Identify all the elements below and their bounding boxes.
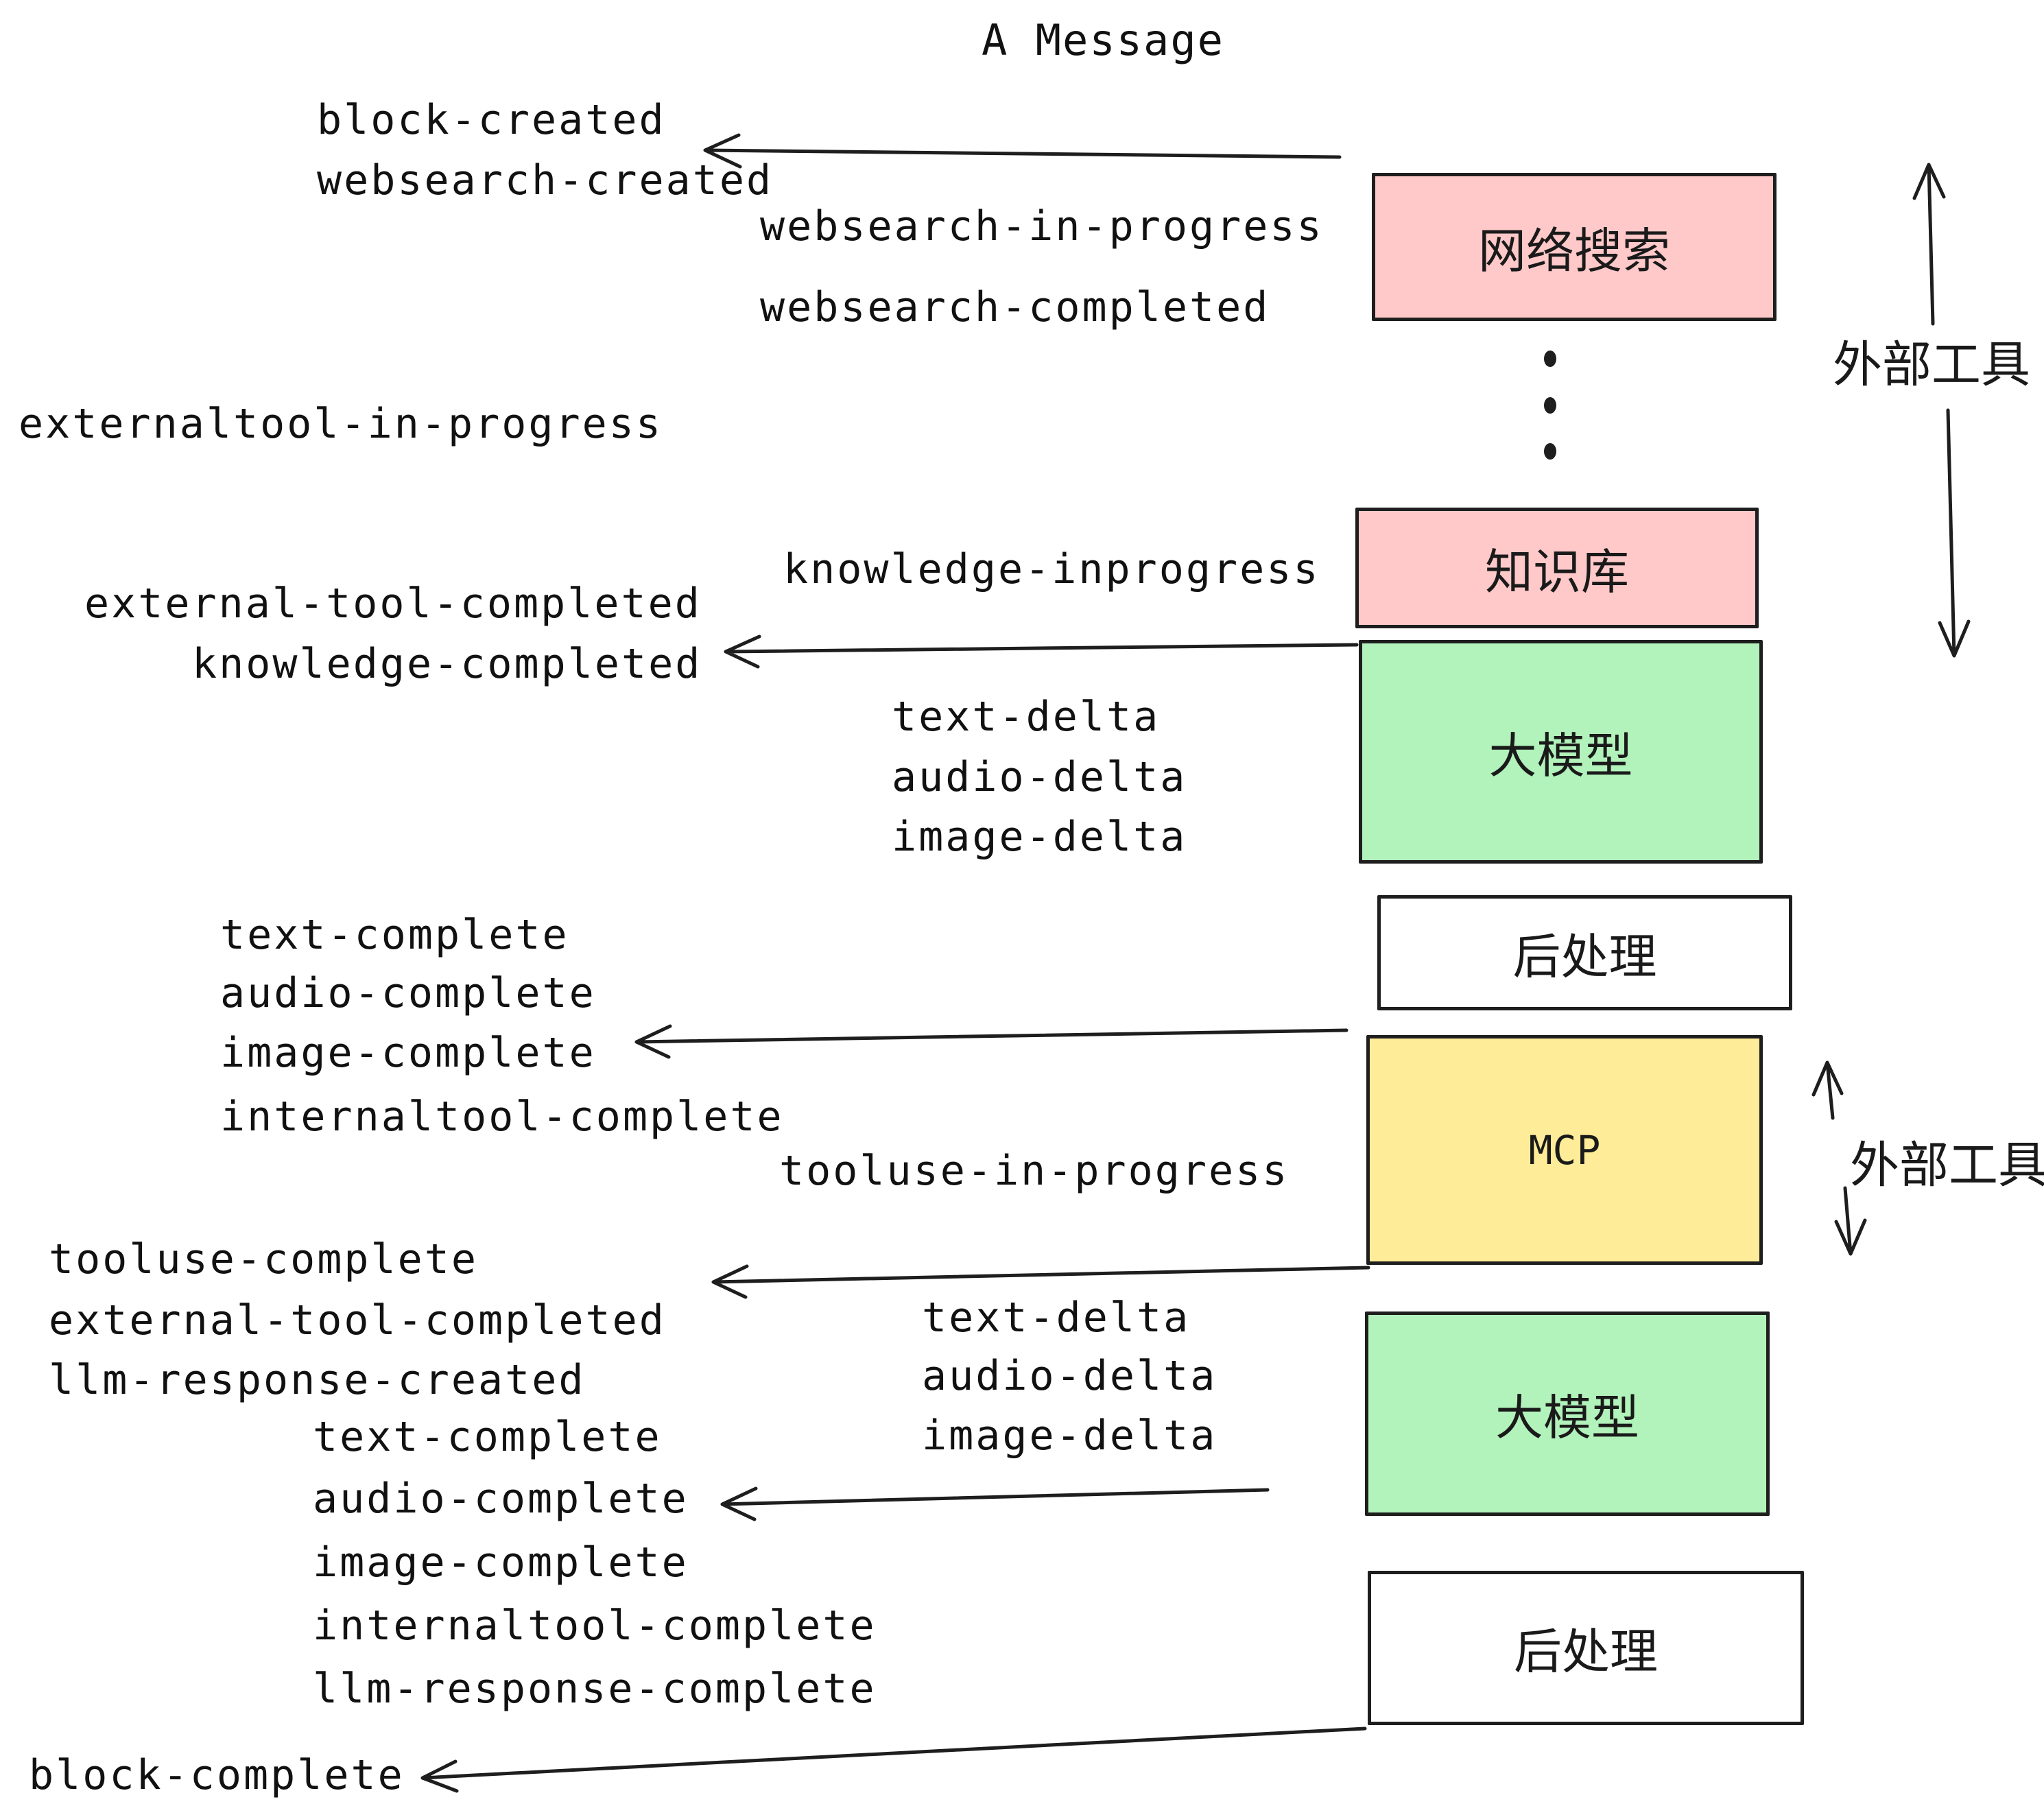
continuation-dot [1544, 351, 1556, 367]
continuation-dot [1544, 397, 1556, 414]
event-externaltool-in-progress: externaltool-in-progress [19, 400, 663, 448]
event-block-created: block-created [317, 96, 666, 144]
event-external-tool-completed-2: external-tool-completed [49, 1296, 666, 1344]
arrow-external-tools-mcp-down [1834, 1186, 1867, 1256]
side-label-external-tools-mcp: 外部工具 [1849, 1138, 2044, 1194]
arrow-llm2-to-audio-complete [720, 1486, 1270, 1521]
event-audio-delta-1: audio-delta [892, 753, 1187, 801]
arrow-external-tools-top-down [1938, 408, 1971, 658]
box-postprocess-2-label: 后处理 [1514, 1625, 1658, 1678]
event-llm-response-created: llm-response-created [49, 1356, 586, 1404]
arrow-external-tools-mcp-up [1811, 1060, 1844, 1120]
box-websearch: 网络搜索 [1372, 173, 1776, 321]
arrow-postprocess1-to-image-complete [634, 1024, 1348, 1059]
box-llm-1: 大模型 [1359, 640, 1763, 864]
event-knowledge-completed: knowledge-completed [192, 640, 702, 688]
side-label-external-tools-top: 外部工具 [1832, 337, 2031, 393]
arrow-mcp-to-tooluse-complete [711, 1264, 1370, 1299]
event-knowledge-inprogress: knowledge-inprogress [783, 545, 1320, 593]
event-text-complete-2: text-complete [313, 1413, 662, 1461]
arrow-websearch-to-block-created [703, 133, 1342, 169]
event-tooluse-complete: tooluse-complete [49, 1235, 478, 1283]
event-image-complete-2: image-complete [313, 1539, 689, 1587]
box-knowledge: 知识库 [1355, 508, 1759, 628]
event-websearch-completed: websearch-completed [760, 283, 1270, 331]
arrow-postprocess2-to-block-complete [420, 1726, 1367, 1793]
event-audio-delta-2: audio-delta [922, 1352, 1217, 1400]
arrow-external-tools-top-up [1912, 163, 1946, 326]
box-postprocess-2: 后处理 [1368, 1571, 1804, 1725]
box-postprocess-1: 后处理 [1377, 895, 1792, 1010]
event-internaltool-complete-2: internaltool-complete [313, 1602, 877, 1650]
box-mcp: MCP [1366, 1035, 1763, 1265]
box-websearch-label: 网络搜索 [1478, 224, 1670, 278]
event-text-delta-2: text-delta [922, 1294, 1191, 1342]
box-mcp-label: MCP [1528, 1126, 1601, 1174]
event-text-delta-1: text-delta [892, 693, 1161, 741]
event-external-tool-completed-1: external-tool-completed [84, 580, 702, 628]
box-llm-1-label: 大模型 [1488, 728, 1633, 783]
diagram-title: A Message [982, 15, 1224, 65]
event-block-complete: block-complete [29, 1751, 405, 1799]
continuation-dot [1544, 443, 1556, 460]
event-image-complete-1: image-complete [220, 1029, 596, 1077]
event-audio-complete-1: audio-complete [220, 969, 596, 1017]
event-image-delta-2: image-delta [922, 1412, 1217, 1460]
box-postprocess-1-label: 后处理 [1512, 929, 1657, 984]
event-internaltool-complete-1: internaltool-complete [220, 1093, 784, 1141]
box-llm-2-label: 大模型 [1495, 1390, 1639, 1445]
box-llm-2: 大模型 [1365, 1312, 1770, 1516]
event-image-delta-1: image-delta [892, 813, 1187, 861]
event-audio-complete-2: audio-complete [313, 1475, 689, 1523]
arrow-llm1-to-knowledge-completed [724, 634, 1359, 669]
event-llm-response-complete: llm-response-complete [313, 1665, 877, 1713]
event-websearch-created: websearch-created [317, 156, 774, 204]
event-text-complete-1: text-complete [220, 911, 569, 959]
event-tooluse-in-progress: tooluse-in-progress [779, 1147, 1290, 1195]
event-websearch-in-progress: websearch-in-progress [760, 202, 1324, 250]
box-knowledge-label: 知识库 [1485, 545, 1629, 599]
